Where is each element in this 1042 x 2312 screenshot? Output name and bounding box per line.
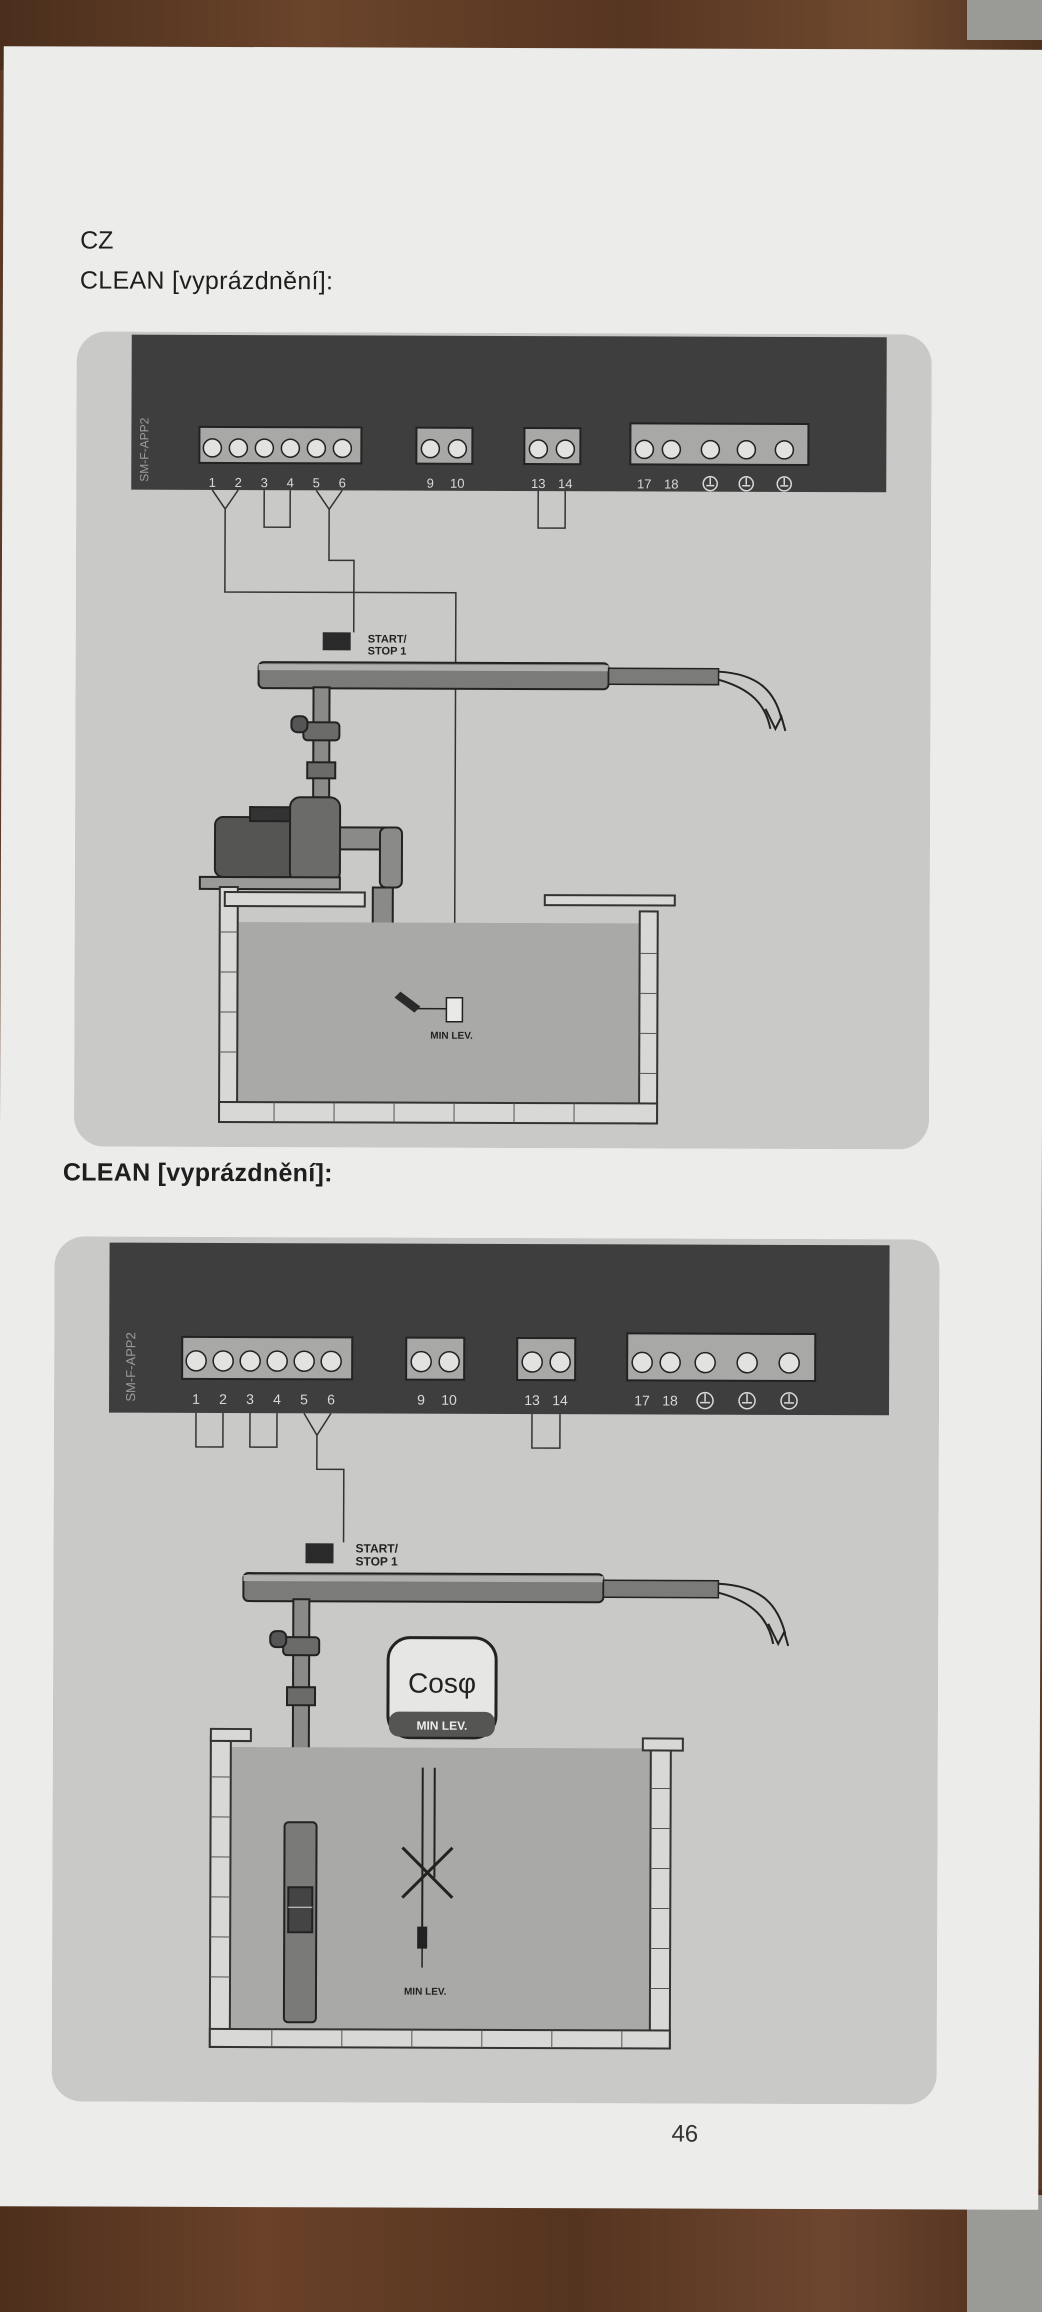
terminal-group-1-6	[181, 1335, 354, 1381]
terminal-label-4: 4	[287, 475, 294, 490]
terminal-label-5: 5	[300, 1391, 308, 1407]
tank-brick-lines	[219, 931, 658, 1124]
floor-tile-bottom	[967, 2195, 1042, 2312]
terminal-group-17-18-ground	[629, 422, 810, 467]
terminal-group-9-10	[415, 426, 474, 465]
manual-page: CZ CLEAN [vyprázdnění]: SM-F-APP2	[0, 46, 1042, 2210]
tank	[208, 1727, 684, 2050]
terminal-group-13-14	[516, 1336, 577, 1382]
terminal-label-17: 17	[637, 476, 652, 491]
wiring-diagram-submersible-pump: SM-F-APP2	[51, 1236, 940, 2105]
terminal-label-4: 4	[273, 1391, 281, 1407]
wiring-diagram-surface-pump: SM-F-APP2	[74, 331, 932, 1150]
terminal-label-9: 9	[417, 1392, 425, 1408]
terminal-label-3: 3	[261, 475, 268, 490]
min-level-label: MIN LEV.	[404, 1987, 447, 1998]
terminal-label-18: 18	[664, 476, 679, 491]
terminal-label-2: 2	[235, 475, 242, 490]
discharge-pipe	[242, 1572, 790, 1647]
terminal-label-13: 13	[531, 476, 546, 491]
cosphi-min-level-label: MIN LEV.	[416, 1719, 467, 1733]
start-stop-switch: START/ STOP 1	[305, 1541, 399, 1569]
section-heading-1: CLEAN [vyprázdnění]:	[79, 266, 334, 296]
start-stop-label-1: START/	[356, 1541, 399, 1555]
terminal-label-18: 18	[662, 1392, 678, 1408]
terminal-group-13-14	[523, 427, 582, 466]
ground-symbols	[696, 1391, 798, 1410]
terminal-label-6: 6	[339, 475, 346, 490]
panel-model-label: SM-F-APP2	[123, 1332, 138, 1401]
terminal-label-3: 3	[246, 1391, 254, 1407]
wood-table-bottom	[0, 2190, 1042, 2312]
tank-brick-lines	[210, 1776, 671, 2049]
panel-model-label: SM-F-APP2	[137, 417, 151, 481]
terminal-label-5: 5	[313, 475, 320, 490]
terminal-label-1: 1	[192, 1391, 200, 1407]
tank	[218, 885, 676, 1125]
section-heading-2: CLEAN [vyprázdnění]:	[62, 1158, 333, 1188]
crossed-out-float-sensor	[401, 1767, 454, 1968]
terminal-label-10: 10	[450, 476, 465, 491]
submersible-pump	[282, 1821, 318, 2024]
terminal-label-14: 14	[552, 1392, 568, 1408]
page-number: 46	[671, 2120, 699, 2148]
ground-symbols	[702, 475, 792, 492]
cosphi-label: Cosφ	[408, 1668, 476, 1699]
vertical-riser	[290, 686, 341, 799]
surface-pump	[198, 796, 404, 891]
start-stop-label-2: STOP 1	[355, 1554, 398, 1568]
start-stop-switch: START/ STOP 1	[322, 632, 407, 658]
min-level-label: MIN LEV.	[430, 1031, 473, 1042]
terminal-label-9: 9	[427, 476, 434, 491]
terminal-label-14: 14	[558, 476, 573, 491]
terminal-group-1-6	[198, 425, 363, 465]
cosphi-badge: Cosφ MIN LEV.	[386, 1636, 498, 1740]
terminal-label-10: 10	[441, 1392, 457, 1408]
start-stop-label-2: STOP 1	[368, 645, 407, 657]
level-float-sensor: MIN LEV.	[394, 991, 473, 1042]
terminal-group-17-18-ground	[626, 1332, 817, 1383]
wiring	[211, 489, 566, 1019]
terminal-label-13: 13	[524, 1392, 540, 1408]
terminal-label-1: 1	[209, 475, 216, 490]
start-stop-label-1: START/	[368, 633, 407, 645]
discharge-pipe	[257, 661, 787, 732]
floor-tile-top	[967, 0, 1042, 40]
control-panel	[131, 334, 887, 493]
terminal-label-2: 2	[219, 1391, 227, 1407]
language-code: CZ	[80, 226, 114, 255]
terminal-label-6: 6	[327, 1391, 335, 1407]
wiring	[195, 1412, 561, 1543]
terminal-group-9-10	[405, 1336, 466, 1381]
terminal-label-17: 17	[634, 1392, 650, 1408]
control-panel	[109, 1242, 890, 1416]
